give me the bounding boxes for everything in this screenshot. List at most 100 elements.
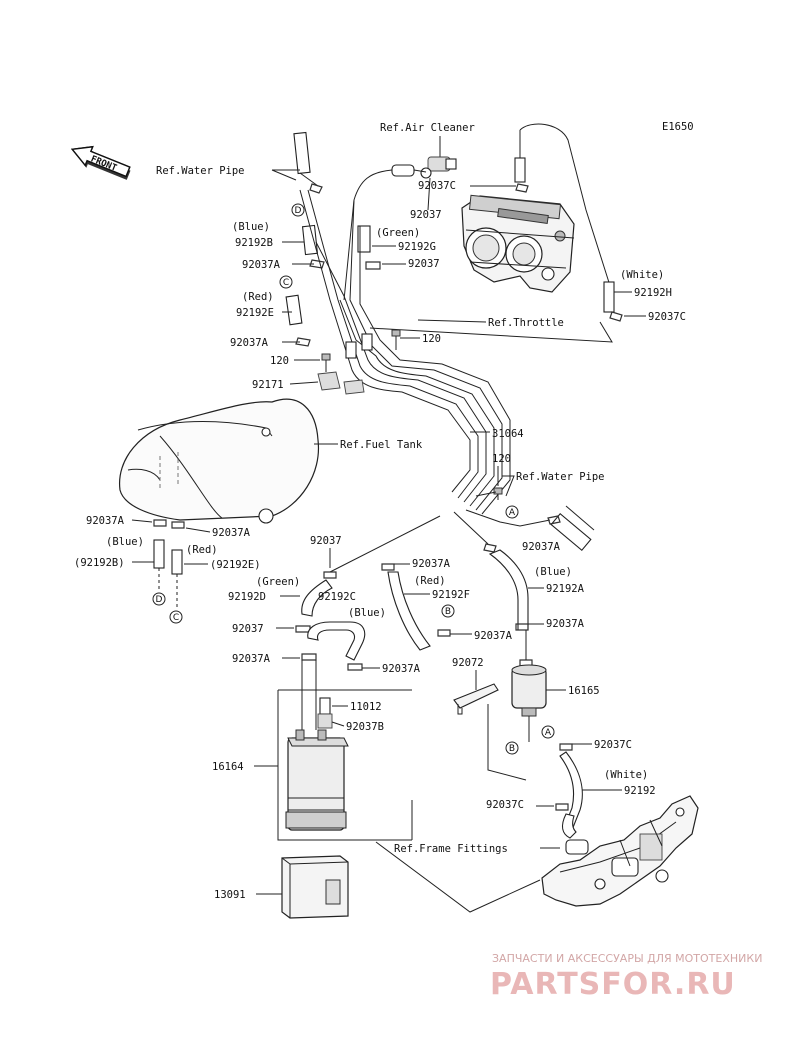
connector-c-left: [169, 610, 183, 624]
svg-text:A: A: [509, 508, 516, 518]
connector-a-lower: [541, 725, 555, 739]
svg-text:A: A: [545, 728, 552, 738]
valve-11012: [317, 697, 333, 729]
frame-fittings: [541, 795, 699, 907]
part-92192e-paren: (92192E): [210, 559, 261, 571]
ref-throttle: Ref.Throttle: [488, 317, 564, 329]
part-92037-mid: 92037: [310, 535, 342, 547]
ref-water-pipe-right: Ref.Water Pipe: [516, 471, 605, 483]
part-92192b-paren: (92192B): [74, 557, 125, 569]
part-13091: 13091: [214, 889, 246, 901]
connector-d-top: [291, 203, 305, 217]
blue-mid: (Blue): [348, 607, 386, 619]
svg-text:C: C: [283, 278, 289, 288]
part-120-b: 120: [270, 355, 289, 367]
bracket-92072: [453, 683, 499, 715]
part-92037a-left: 92037A: [86, 515, 125, 527]
hose-blue-top: [301, 224, 319, 256]
part-92037a-low: 92037A: [232, 653, 271, 665]
part-92037c-top: 92037C: [418, 180, 456, 192]
connector-b-mid: [441, 604, 455, 618]
part-120-a: 120: [422, 333, 441, 345]
watermark-line2: PARTSFOR.RU: [490, 967, 736, 1002]
part-11012: 11012: [350, 701, 382, 713]
part-92037a-r2: 92037A: [546, 618, 585, 630]
blue-left: (Blue): [106, 536, 144, 548]
connector-d-left: [152, 592, 166, 606]
part-92037-low: 92037: [232, 623, 264, 635]
svg-text:D: D: [295, 206, 302, 216]
red-mid: (Red): [414, 575, 446, 587]
red-left: (Red): [186, 544, 218, 556]
hose-blue-right: [488, 549, 529, 631]
white-top: (White): [620, 269, 664, 281]
svg-text:D: D: [156, 595, 163, 605]
front-arrow: FRONT: [70, 145, 131, 180]
hose-green-mid: [301, 579, 333, 617]
svg-text:B: B: [445, 607, 451, 617]
bolt-120-b: [321, 353, 331, 372]
blue-top: (Blue): [232, 221, 270, 233]
hose-92037c: [514, 157, 526, 183]
water-pipe-right: [547, 513, 592, 551]
part-92192g-green: 92192G: [398, 241, 436, 253]
part-92037a-left2: 92037A: [212, 527, 251, 539]
part-92037c-bottom: 92037C: [486, 799, 524, 811]
part-92037b: 92037B: [346, 721, 384, 733]
part-16165: 16165: [568, 685, 600, 697]
part-92192d: 92192D: [228, 591, 266, 603]
bolt-120-c: [493, 487, 503, 500]
ref-air-cleaner: Ref.Air Cleaner: [380, 122, 475, 134]
hose-green-top: [357, 225, 371, 253]
part-92192a: 92192A: [546, 583, 585, 595]
ref-fuel-tank: Ref.Fuel Tank: [340, 439, 423, 451]
canister-13091: [281, 855, 349, 919]
ref-water-pipe-top: Ref.Water Pipe: [156, 165, 245, 177]
hose-segment: [391, 164, 415, 177]
water-pipe-top: [293, 131, 323, 194]
filter-16165: [511, 664, 547, 742]
bolt-120-a: [391, 329, 401, 350]
part-92072: 92072: [452, 657, 484, 669]
connector-a-upper: [505, 505, 519, 519]
air-cleaner-fitting: [420, 156, 457, 179]
part-92037-green: 92037: [408, 258, 440, 270]
svg-text:C: C: [173, 613, 179, 623]
part-92171: 92171: [252, 379, 284, 391]
hose-blue-left: [153, 539, 165, 569]
bracket-92171: [317, 371, 365, 395]
hose-blue-low: [307, 621, 366, 661]
fuel-tank: [118, 398, 320, 524]
part-92192f: 92192F: [432, 589, 470, 601]
part-92192: 92192: [624, 785, 656, 797]
hose-red-top: [285, 294, 303, 326]
part-92192b: 92192B: [235, 237, 273, 249]
pipe-assembly-31064: [299, 189, 511, 515]
part-92037a-2: 92037A: [230, 337, 269, 349]
white-low: (White): [604, 769, 648, 781]
part-92037a-mid: 92037A: [474, 630, 513, 642]
red-top: (Red): [242, 291, 274, 303]
blue-right: (Blue): [534, 566, 572, 578]
hose-white-right: [603, 281, 615, 313]
part-92037c-low: 92037C: [594, 739, 632, 751]
ref-frame-fittings: Ref.Frame Fittings: [394, 843, 508, 855]
throttle-body: [461, 194, 575, 293]
part-92037a-red: 92037A: [412, 558, 451, 570]
part-120-c: 120: [492, 453, 511, 465]
part-92037c-right: 92037C: [648, 311, 686, 323]
watermark-line1: ЗАПЧАСТИ И АКСЕССУАРЫ ДЛЯ МОТОТЕХНИКИ: [492, 952, 762, 965]
part-92037a-low2: 92037A: [382, 663, 421, 675]
part-92192c: 92192C: [318, 591, 356, 603]
canister-16164: [285, 729, 349, 831]
part-92037a-1: 92037A: [242, 259, 281, 271]
svg-text:B: B: [509, 744, 515, 754]
diagram-code: E1650: [662, 121, 694, 133]
part-92037a-right: 92037A: [522, 541, 561, 553]
part-92192e: 92192E: [236, 307, 274, 319]
hose-red-left: [171, 549, 183, 575]
part-16164: 16164: [212, 761, 244, 773]
part-92037-air: 92037: [410, 209, 442, 221]
part-92192h: 92192H: [634, 287, 672, 299]
